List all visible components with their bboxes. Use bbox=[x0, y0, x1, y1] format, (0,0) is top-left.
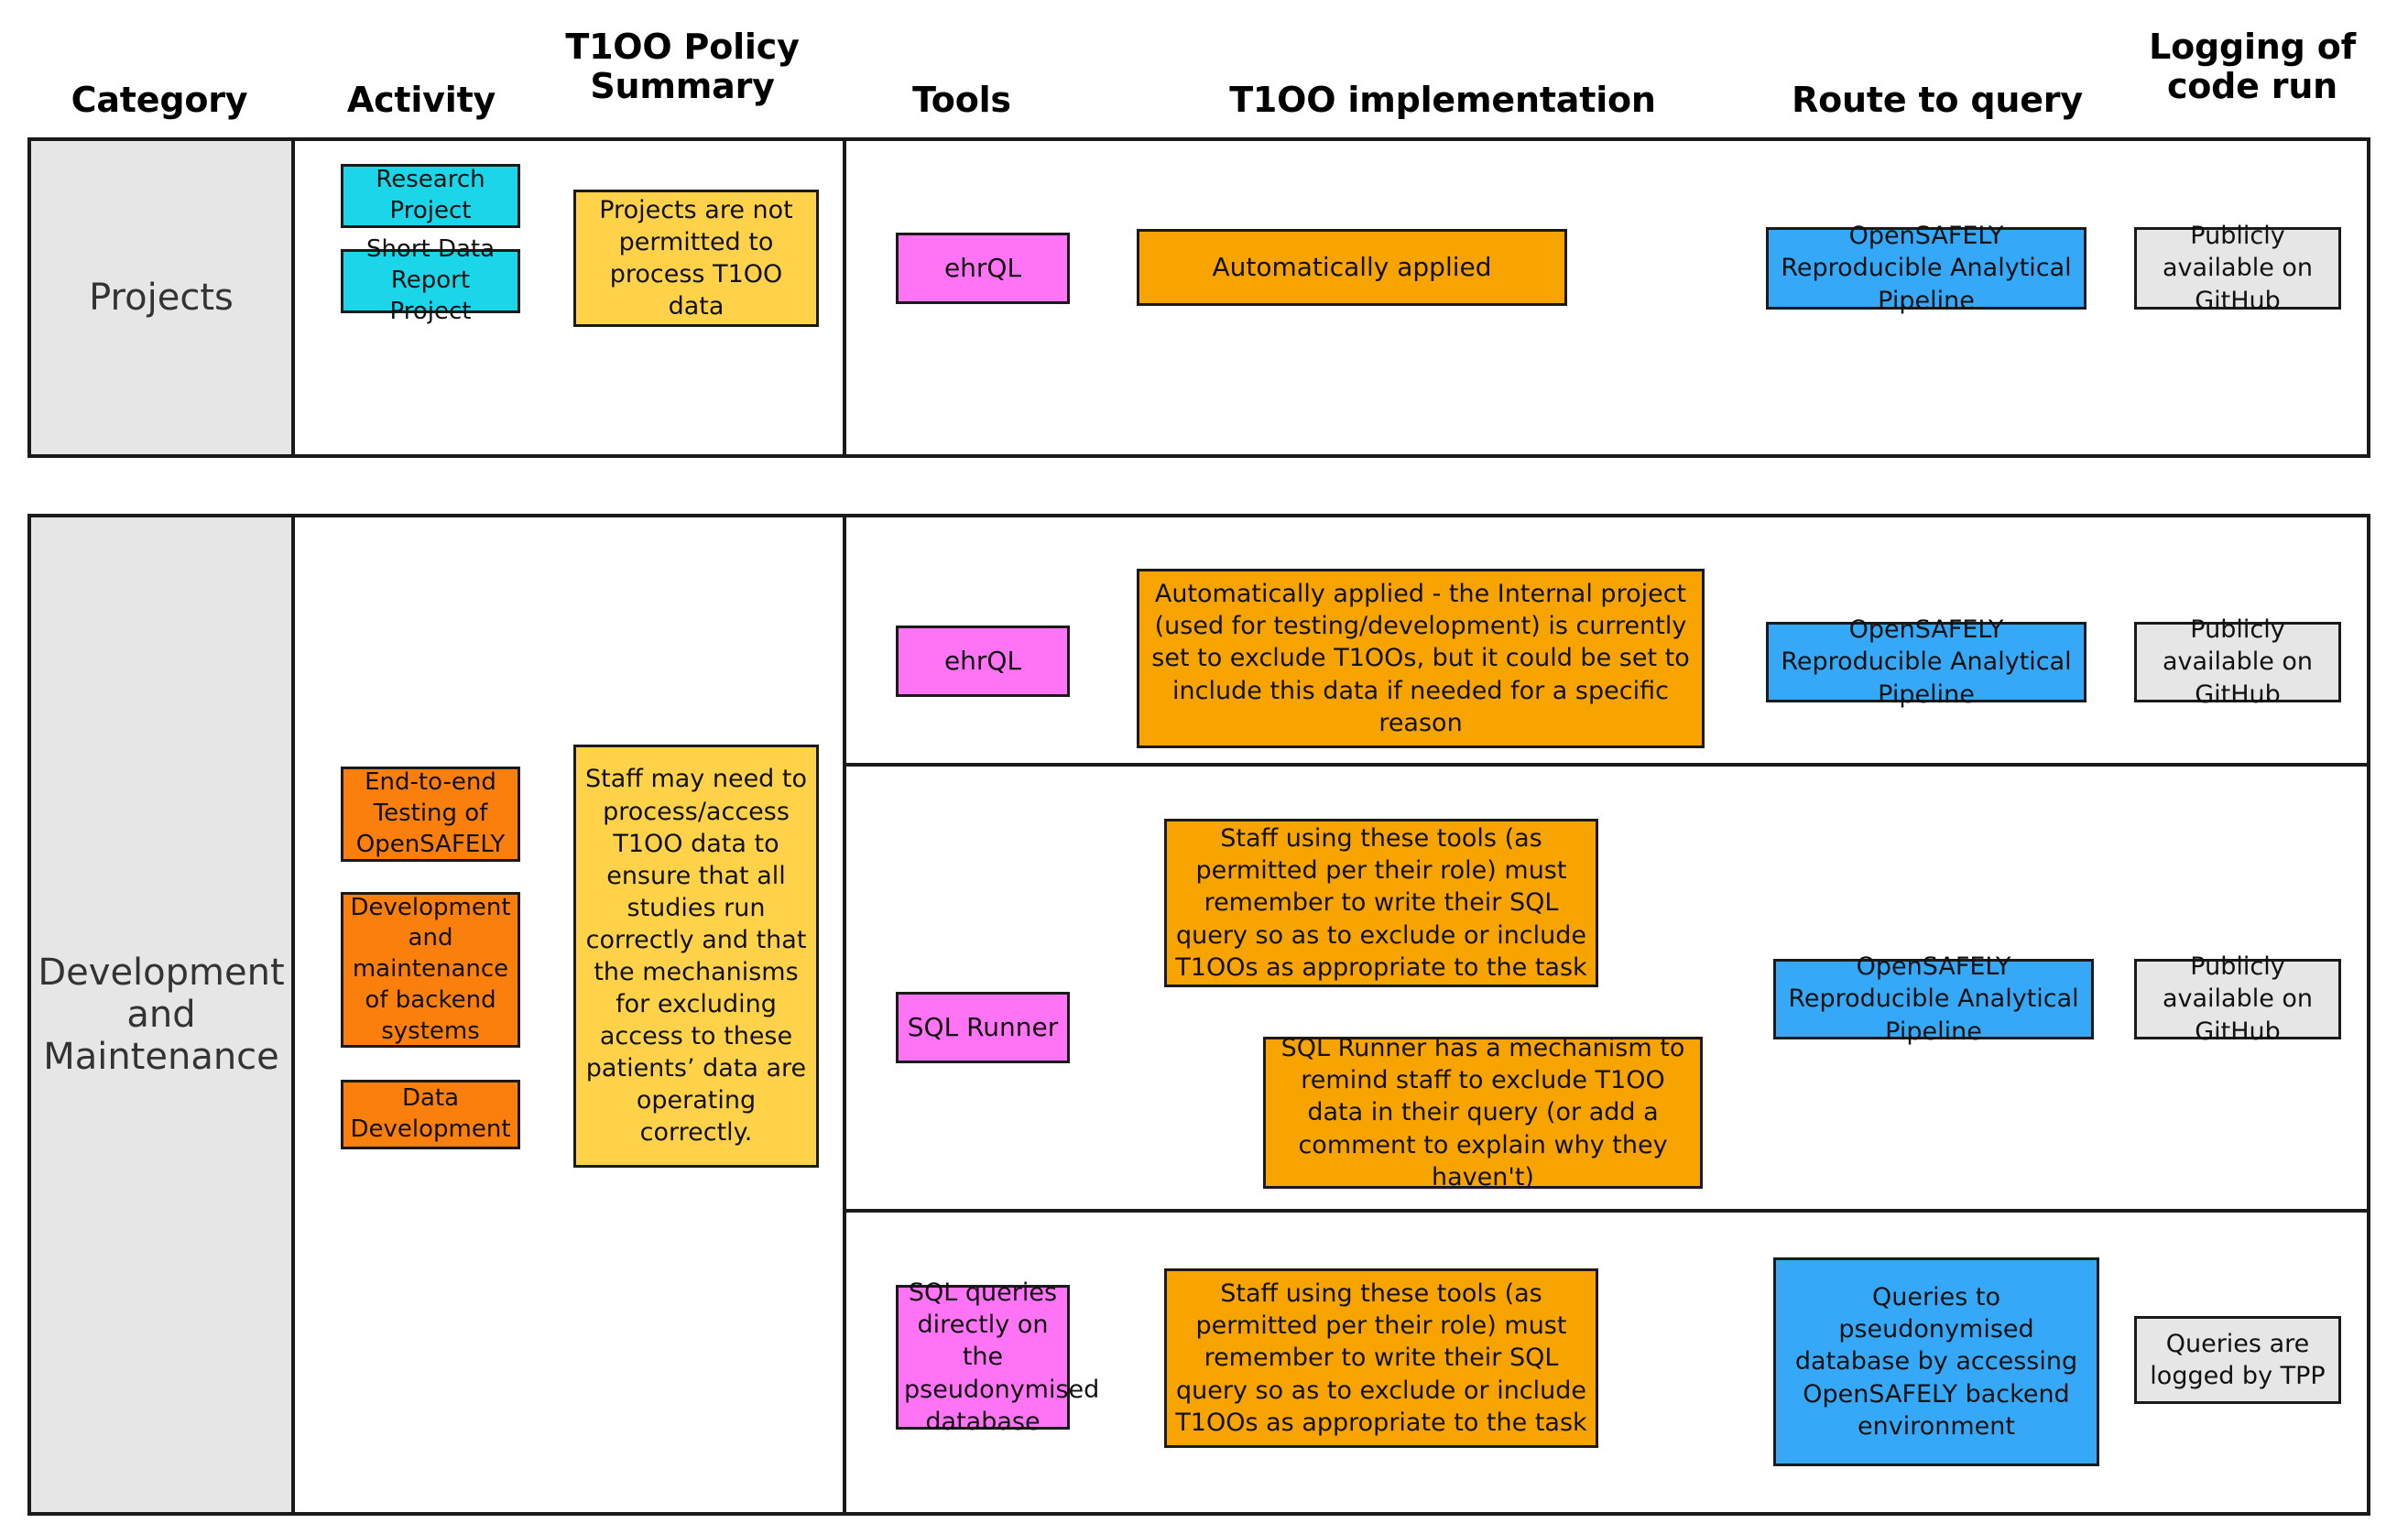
column-divider bbox=[843, 517, 846, 1512]
route-node-rap[interactable]: OpenSAFELY Reproducible Analytical Pipel… bbox=[1766, 615, 2087, 709]
column-header-tools: Tools bbox=[912, 80, 1011, 120]
tool-node-direct-sql-queries[interactable]: SQL queries directly on the pseudonymise… bbox=[896, 1278, 1099, 1436]
logging-node-github[interactable]: Publicly available on GitHub bbox=[2134, 615, 2341, 709]
column-header-policy-summary-line2: Summary bbox=[590, 65, 775, 106]
subrow-divider bbox=[843, 1209, 2367, 1213]
implementation-node-automatically-applied[interactable]: Automatically applied bbox=[1137, 229, 1567, 306]
table-row: Projects Research Project Short Data Rep… bbox=[27, 137, 2370, 458]
logging-node-github[interactable]: Publicly available on GitHub bbox=[2134, 222, 2341, 315]
table-row: Development and Maintenance End-to-end T… bbox=[27, 514, 2370, 1516]
category-label: Projects bbox=[89, 277, 234, 319]
column-header-logging-line2: code run bbox=[2166, 65, 2338, 106]
column-header-t1oo-implementation: T1OO implementation bbox=[1229, 80, 1656, 120]
column-header-route-to-query: Route to query bbox=[1792, 80, 2083, 120]
column-header-policy-summary-line1: T1OO Policy bbox=[565, 27, 800, 67]
subrow-divider bbox=[843, 763, 2367, 767]
category-cell-projects: Projects bbox=[31, 141, 295, 454]
tool-node-ehrql[interactable]: ehrQL bbox=[896, 233, 1070, 304]
logging-node-tpp[interactable]: Queries are logged by TPP bbox=[2134, 1316, 2341, 1404]
column-header-policy-summary: T1OO Policy Summary bbox=[550, 27, 815, 105]
column-header-logging-line1: Logging of bbox=[2149, 27, 2356, 67]
policy-summary-node-projects[interactable]: Projects are not permitted to process T1… bbox=[573, 190, 819, 327]
route-node-rap[interactable]: OpenSAFELY Reproducible Analytical Pipel… bbox=[1766, 222, 2087, 315]
implementation-node-sql-runner-reminder[interactable]: SQL Runner has a mechanism to remind sta… bbox=[1263, 1034, 1703, 1191]
policy-summary-node-development-and-maintenance[interactable]: Staff may need to process/access T1OO da… bbox=[573, 745, 819, 1168]
activity-node-research-project[interactable]: Research Project bbox=[341, 164, 520, 228]
activity-node-short-data-report-project[interactable]: Short Data Report Project bbox=[341, 235, 520, 325]
route-node-pseudonymised-backend[interactable]: Queries to pseudonymised database by acc… bbox=[1773, 1257, 2099, 1466]
tool-node-ehrql[interactable]: ehrQL bbox=[896, 626, 1070, 697]
column-header-category: Category bbox=[71, 80, 248, 120]
implementation-node-sql-staff-must-remember[interactable]: Staff using these tools (as permitted pe… bbox=[1164, 819, 1598, 987]
category-cell-development-and-maintenance: Development and Maintenance bbox=[31, 517, 295, 1512]
implementation-node-sql-staff-must-remember[interactable]: Staff using these tools (as permitted pe… bbox=[1164, 1268, 1598, 1448]
category-label: Development and Maintenance bbox=[38, 952, 285, 1078]
column-header-activity: Activity bbox=[346, 80, 496, 120]
implementation-node-ehrql-internal-project[interactable]: Automatically applied - the Internal pro… bbox=[1137, 569, 1705, 748]
activity-node-development-and-maintenance-of-backend-systems[interactable]: Development and maintenance of backend s… bbox=[341, 892, 520, 1048]
activity-node-end-to-end-testing[interactable]: End-to-end Testing of OpenSAFELY bbox=[341, 767, 520, 862]
column-header-band: Category Activity T1OO Policy Summary To… bbox=[0, 0, 2408, 137]
column-divider bbox=[843, 141, 846, 454]
tool-node-sql-runner[interactable]: SQL Runner bbox=[896, 992, 1070, 1063]
route-node-rap[interactable]: OpenSAFELY Reproducible Analytical Pipel… bbox=[1773, 952, 2094, 1046]
activity-node-data-development[interactable]: Data Development bbox=[341, 1080, 520, 1149]
logging-node-github[interactable]: Publicly available on GitHub bbox=[2134, 952, 2341, 1046]
column-header-logging-of-code-run: Logging of code run bbox=[2134, 27, 2370, 105]
